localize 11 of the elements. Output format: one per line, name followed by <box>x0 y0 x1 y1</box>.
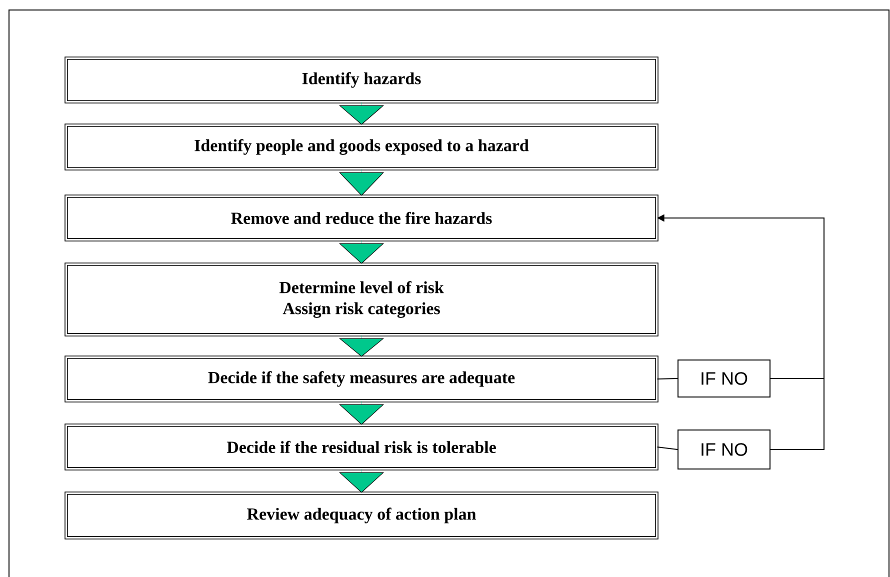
process-box: Identify people and goods exposed to a hazard <box>64 124 658 170</box>
connector-line <box>656 378 678 380</box>
process-box: Remove and reduce the fire hazards <box>64 194 658 242</box>
process-box: Decide if the residual risk is tolerable <box>64 424 658 470</box>
process-box: Review adequacy of action plan <box>64 492 658 540</box>
connector-line <box>656 446 678 450</box>
condition-box: IF NO <box>678 359 770 398</box>
process-box: Determine level of risk Assign risk categories <box>64 262 658 336</box>
process-box: Decide if the safety measures are adequate <box>64 356 658 402</box>
condition-box: IF NO <box>678 429 770 470</box>
process-box: Identify hazards <box>64 56 658 104</box>
